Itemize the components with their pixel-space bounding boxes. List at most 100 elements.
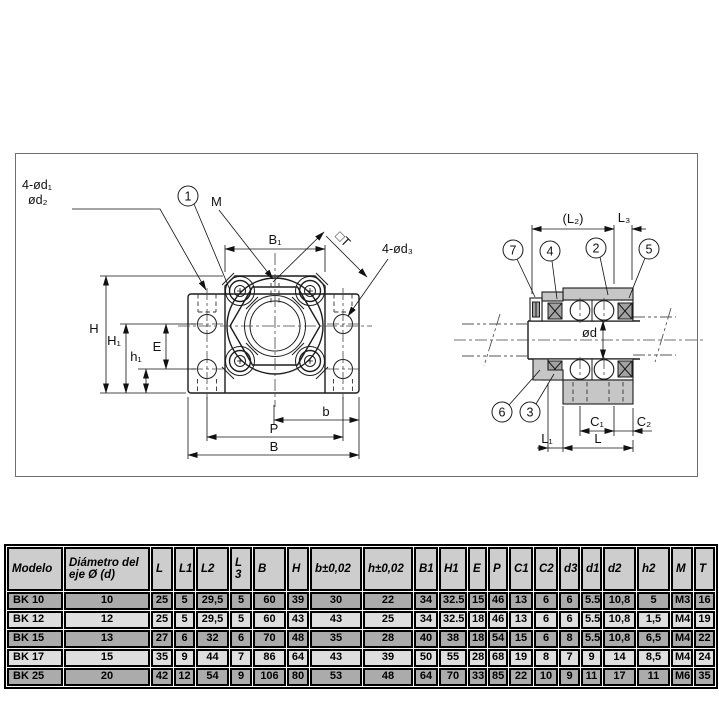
value-cell: 32.5 xyxy=(439,592,467,610)
value-cell: 43 xyxy=(310,649,362,667)
value-cell: 19 xyxy=(694,611,715,629)
value-cell: 12 xyxy=(174,668,195,686)
model-cell: BK 10 xyxy=(7,592,63,610)
retainer-screw xyxy=(221,272,259,310)
dim-c1-label: C₁ xyxy=(590,414,604,429)
svg-text:5: 5 xyxy=(646,243,653,257)
retainer-screw xyxy=(291,342,329,380)
value-cell: 7 xyxy=(559,649,580,667)
value-cell: 5 xyxy=(230,611,252,629)
shaft-diameter-dim: ød xyxy=(582,320,606,360)
value-cell: 68 xyxy=(488,649,508,667)
value-cell: 34 xyxy=(414,611,438,629)
value-cell: 9 xyxy=(174,649,195,667)
value-cell: 18 xyxy=(468,630,487,648)
value-cell: 1,5 xyxy=(637,611,670,629)
column-header: C1 xyxy=(509,547,533,591)
dim-h1-label: H₁ xyxy=(107,333,121,348)
value-cell: 43 xyxy=(287,611,309,629)
column-header: M xyxy=(671,547,693,591)
value-cell: 28 xyxy=(468,649,487,667)
value-cell: 35 xyxy=(694,668,715,686)
flange-plate xyxy=(187,293,360,394)
value-cell: 70 xyxy=(439,668,467,686)
value-cell: 15 xyxy=(64,649,150,667)
value-cell: 15 xyxy=(509,630,533,648)
retainer-screw xyxy=(291,272,329,310)
bearing-assembly-bottom xyxy=(532,357,634,405)
column-header: E xyxy=(468,547,487,591)
column-header: d2 xyxy=(603,547,636,591)
value-cell: 60 xyxy=(253,611,286,629)
column-header: L xyxy=(151,547,173,591)
column-header: b±0,02 xyxy=(310,547,362,591)
column-header: d3 xyxy=(559,547,580,591)
value-cell: 25 xyxy=(151,592,173,610)
notes: 4-ød₁ ød₂ 1 M 4-ød₃ xyxy=(22,178,413,317)
column-header: Diámetro del eje Ø (d) xyxy=(64,547,150,591)
value-cell: 19 xyxy=(509,649,533,667)
side-view-drawing: (L₂) L₃ 7 4 2 5 6 xyxy=(454,210,704,452)
value-cell: 44 xyxy=(196,649,229,667)
dim-l1-label: L₁ xyxy=(541,431,553,446)
value-cell: 11 xyxy=(581,668,602,686)
value-cell: 10 xyxy=(534,668,558,686)
callout-5: 5 xyxy=(628,238,660,299)
value-cell: 5 xyxy=(174,592,195,610)
bearing-assembly-top xyxy=(529,287,634,323)
value-cell: 80 xyxy=(287,668,309,686)
dim-l3-label: L₃ xyxy=(618,210,631,225)
value-cell: 10 xyxy=(64,592,150,610)
column-header: H xyxy=(287,547,309,591)
dim-l-label: L xyxy=(594,431,601,446)
value-cell: 10,8 xyxy=(603,592,636,610)
value-cell: 12 xyxy=(64,611,150,629)
value-cell: 22 xyxy=(509,668,533,686)
dimensions-top: (L₂) L₃ xyxy=(531,210,646,294)
value-cell: 54 xyxy=(196,668,229,686)
value-cell: 6,5 xyxy=(637,630,670,648)
model-cell: BK 15 xyxy=(7,630,63,648)
value-cell: 70 xyxy=(253,630,286,648)
value-cell: 64 xyxy=(287,649,309,667)
callout-3: 3 xyxy=(519,373,555,423)
dimensions: B₁ H H₁ h₁ E b P B □T xyxy=(89,229,368,459)
dim-c2-label: C₂ xyxy=(637,414,651,429)
value-cell: 106 xyxy=(253,668,286,686)
callout-4: 4 xyxy=(539,240,561,300)
value-cell: 6 xyxy=(559,592,580,610)
value-cell: 46 xyxy=(488,611,508,629)
column-header: H1 xyxy=(439,547,467,591)
value-cell: 6 xyxy=(534,630,558,648)
value-cell: M6 xyxy=(671,668,693,686)
thread-m-label: M xyxy=(211,194,222,209)
dim-h1-lower-label: h₁ xyxy=(130,349,142,364)
value-cell: 6 xyxy=(559,611,580,629)
dim-b1-label: B₁ xyxy=(268,232,282,247)
value-cell: 50 xyxy=(414,649,438,667)
value-cell: 6 xyxy=(174,630,195,648)
value-cell: 42 xyxy=(151,668,173,686)
svg-text:7: 7 xyxy=(510,244,517,258)
value-cell: 5.5 xyxy=(581,611,602,629)
value-cell: 40 xyxy=(414,630,438,648)
retainer-screw xyxy=(221,342,259,380)
value-cell: 46 xyxy=(488,592,508,610)
value-cell: M3 xyxy=(671,592,693,610)
value-cell: 35 xyxy=(310,630,362,648)
chamfer-t-label: □T xyxy=(333,229,354,250)
value-cell: 6 xyxy=(230,630,252,648)
value-cell: 55 xyxy=(439,649,467,667)
value-cell: 29,5 xyxy=(196,611,229,629)
note-4d3: 4-ød₃ xyxy=(382,242,413,256)
value-cell: 5 xyxy=(174,611,195,629)
value-cell: M4 xyxy=(671,649,693,667)
value-cell: 34 xyxy=(414,592,438,610)
column-header: d1 xyxy=(581,547,602,591)
value-cell: 25 xyxy=(151,611,173,629)
value-cell: 48 xyxy=(363,668,413,686)
value-cell: 48 xyxy=(287,630,309,648)
